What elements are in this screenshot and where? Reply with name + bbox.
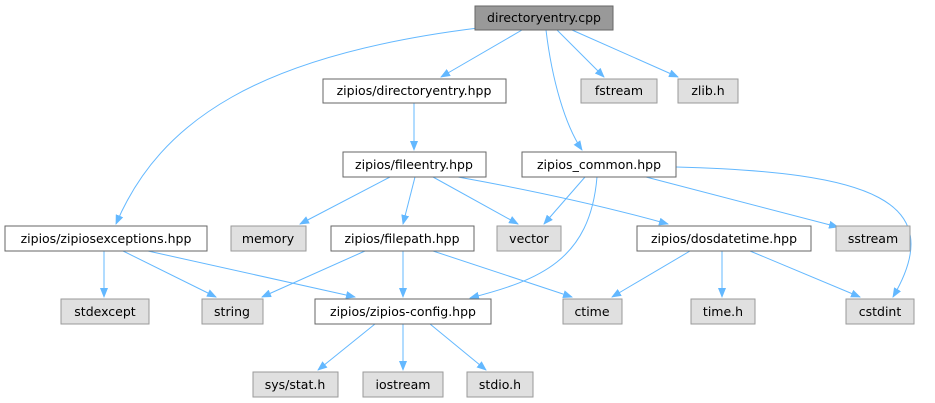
node-fileentry-hpp[interactable]: zipios/fileentry.hpp: [342, 151, 487, 178]
svg-text:zipios/fileentry.hpp: zipios/fileentry.hpp: [355, 157, 473, 172]
edge-directoryentry-cpp-to-zipiosexceptions-hpp: [115, 27, 479, 225]
edge-zipios-config-hpp-to-stdio-h: [429, 323, 487, 371]
edge-fileentry-hpp-to-dosdatetime-hpp: [457, 176, 669, 226]
node-directoryentry-hpp[interactable]: zipios/directoryentry.hpp: [322, 78, 507, 104]
node-time-h[interactable]: time.h: [690, 298, 756, 325]
svg-text:stdexcept: stdexcept: [74, 304, 135, 319]
edge-dosdatetime-hpp-to-ctime: [611, 250, 691, 298]
node-zlib-h[interactable]: zlib.h: [677, 78, 739, 104]
svg-text:zipios/zipios-config.hpp: zipios/zipios-config.hpp: [330, 304, 476, 319]
node-directoryentry-cpp[interactable]: directoryentry.cpp: [474, 5, 614, 31]
edge-zipios-common-hpp-to-cstdint: [675, 166, 912, 298]
edge-zipios-common-hpp-to-vector: [543, 176, 586, 225]
node-stdexcept[interactable]: stdexcept: [60, 298, 150, 325]
edge-zipios-common-hpp-to-sstream: [645, 176, 839, 229]
svg-text:zipios/zipiosexceptions.hpp: zipios/zipiosexceptions.hpp: [21, 231, 192, 246]
svg-text:zipios/directoryentry.hpp: zipios/directoryentry.hpp: [337, 83, 492, 98]
edge-directoryentry-cpp-to-zlib-h: [571, 29, 679, 78]
edge-fileentry-hpp-to-memory: [299, 176, 391, 225]
svg-text:zipios_common.hpp: zipios_common.hpp: [537, 157, 661, 172]
svg-text:ctime: ctime: [574, 304, 609, 319]
node-sys-stat-h[interactable]: sys/stat.h: [252, 371, 339, 398]
node-zipiosexceptions-hpp[interactable]: zipios/zipiosexceptions.hpp: [4, 225, 208, 252]
edge-directoryentry-cpp-to-zipios-common-hpp: [545, 29, 583, 151]
svg-text:zlib.h: zlib.h: [691, 83, 724, 98]
node-cstdint[interactable]: cstdint: [845, 298, 915, 325]
node-string[interactable]: string: [201, 298, 264, 325]
svg-text:zipios/dosdatetime.hpp: zipios/dosdatetime.hpp: [651, 231, 797, 246]
svg-text:memory: memory: [242, 231, 295, 246]
svg-text:iostream: iostream: [376, 377, 431, 392]
node-zipios-config-hpp[interactable]: zipios/zipios-config.hpp: [314, 298, 492, 325]
node-memory[interactable]: memory: [230, 225, 307, 252]
node-zipios-common-hpp[interactable]: zipios_common.hpp: [521, 151, 677, 178]
node-iostream[interactable]: iostream: [362, 371, 444, 398]
edge-filepath-hpp-to-ctime: [432, 250, 573, 298]
svg-text:cstdint: cstdint: [859, 304, 902, 319]
edge-fileentry-hpp-to-vector: [432, 176, 519, 225]
edge-zipios-common-hpp-to-zipios-config-hpp: [469, 176, 598, 300]
edge-zipiosexceptions-hpp-to-zipios-config-hpp: [147, 250, 356, 299]
node-dosdatetime-hpp[interactable]: zipios/dosdatetime.hpp: [636, 225, 812, 252]
svg-text:sstream: sstream: [848, 231, 898, 246]
svg-text:sys/stat.h: sys/stat.h: [265, 377, 326, 392]
svg-text:directoryentry.cpp: directoryentry.cpp: [487, 10, 601, 25]
node-sstream[interactable]: sstream: [835, 225, 911, 252]
svg-text:vector: vector: [509, 231, 550, 246]
node-stdio-h[interactable]: stdio.h: [466, 371, 534, 398]
edge-fileentry-hpp-to-filepath-hpp: [401, 176, 416, 225]
node-filepath-hpp[interactable]: zipios/filepath.hpp: [330, 225, 475, 252]
node-fstream[interactable]: fstream: [580, 78, 658, 104]
node-vector[interactable]: vector: [496, 225, 562, 252]
edge-zipiosexceptions-hpp-to-string: [122, 250, 217, 298]
svg-text:zipios/filepath.hpp: zipios/filepath.hpp: [344, 231, 459, 246]
edge-dosdatetime-hpp-to-cstdint: [749, 250, 861, 298]
svg-text:time.h: time.h: [703, 304, 743, 319]
svg-text:string: string: [214, 304, 250, 319]
svg-text:fstream: fstream: [595, 83, 643, 98]
svg-text:stdio.h: stdio.h: [479, 377, 521, 392]
edge-zipios-config-hpp-to-sys-stat-h: [317, 323, 376, 371]
edge-directoryentry-cpp-to-directoryentry-hpp: [440, 29, 523, 78]
node-ctime[interactable]: ctime: [562, 298, 623, 325]
file-nodes: directoryentry.cpp zipios/directoryentry…: [4, 5, 915, 398]
edge-directoryentry-cpp-to-fstream: [556, 29, 605, 78]
edge-filepath-hpp-to-string: [261, 250, 366, 298]
dependency-edges: [100, 27, 912, 371]
